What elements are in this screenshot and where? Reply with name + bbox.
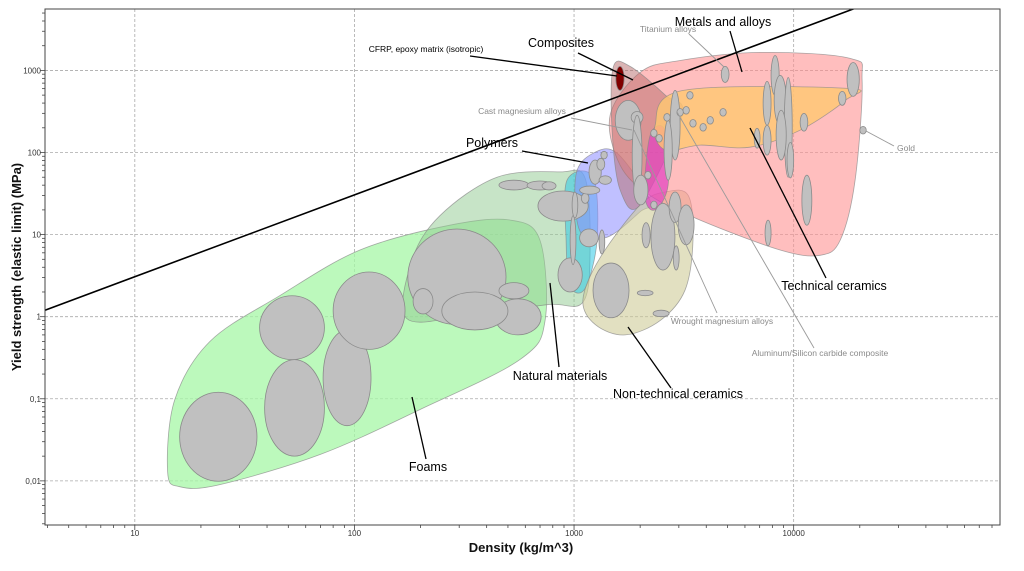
material-dot bbox=[706, 116, 714, 125]
material-bubble bbox=[801, 174, 813, 226]
material-dot bbox=[650, 128, 658, 138]
material-bubble bbox=[720, 65, 730, 83]
material-dot bbox=[686, 91, 694, 100]
material-bubble bbox=[569, 215, 577, 266]
material-bubble bbox=[592, 262, 630, 319]
material-bubble bbox=[579, 185, 601, 195]
leader-line-foams bbox=[411, 396, 427, 460]
label-foams: Foams bbox=[409, 460, 447, 474]
material-bubble bbox=[764, 219, 772, 247]
material-bubble bbox=[579, 228, 599, 248]
y-tick-label: 1 bbox=[37, 313, 42, 322]
y-tick-label: 0,01 bbox=[25, 477, 41, 486]
y-axis-label: Yield strength (elastic limit) (MPa) bbox=[9, 163, 24, 371]
material-bubble bbox=[753, 127, 761, 149]
material-dot bbox=[859, 125, 867, 135]
label-al-sic: Aluminum/Silicon carbide composite bbox=[752, 348, 889, 358]
y-tick-label: 1000 bbox=[23, 66, 41, 75]
label-non-tech: Non-technical ceramics bbox=[613, 387, 743, 401]
y-tick-label: 0,1 bbox=[30, 395, 42, 404]
material-bubble bbox=[537, 190, 589, 222]
leader-line-tech_ceramics bbox=[749, 127, 827, 279]
material-bubble bbox=[498, 282, 530, 300]
label-metals: Metals and alloys bbox=[675, 15, 772, 29]
label-composites: Composites bbox=[528, 36, 594, 50]
material-bubble bbox=[677, 204, 695, 246]
material-dot bbox=[689, 119, 697, 128]
material-dot bbox=[650, 200, 658, 210]
guide-line bbox=[45, 9, 856, 311]
leader-line-non_tech bbox=[627, 326, 672, 389]
label-tech-ceramics: Technical ceramics bbox=[781, 279, 887, 293]
material-bubble bbox=[846, 62, 860, 97]
material-dot bbox=[644, 170, 652, 180]
material-bubble bbox=[580, 192, 590, 204]
material-bubble bbox=[412, 288, 434, 315]
label-natural: Natural materials bbox=[513, 369, 607, 383]
material-bubble bbox=[541, 181, 557, 191]
label-titanium: Titanium alloys bbox=[640, 24, 696, 34]
material-dot bbox=[699, 123, 707, 132]
x-axis-label: Density (kg/m^3) bbox=[469, 540, 573, 555]
leader-line-cast_mg bbox=[570, 117, 633, 131]
leader-lines bbox=[411, 30, 895, 460]
material-bubble bbox=[264, 359, 325, 457]
material-dot bbox=[676, 108, 684, 117]
material-dot bbox=[663, 113, 671, 122]
material-bubble bbox=[775, 109, 787, 161]
guide-line-group bbox=[45, 9, 856, 311]
leader-line-composites bbox=[577, 52, 634, 81]
leader-line-wrought_mg bbox=[633, 129, 718, 314]
material-bubble bbox=[636, 289, 654, 297]
material-bubble bbox=[598, 229, 606, 255]
axes: 10 100 1000 10000 0,01 0,1 1 10 100 1000 bbox=[23, 12, 993, 538]
material-bubble bbox=[598, 175, 612, 185]
material-bubble bbox=[259, 295, 325, 361]
label-wrought-mg: Wrought magnesium alloys bbox=[671, 316, 773, 326]
leader-line-polymers bbox=[521, 150, 589, 164]
material-bubble bbox=[799, 112, 809, 132]
material-bubble bbox=[663, 119, 673, 181]
material-bubble bbox=[557, 257, 583, 293]
label-polymers: Polymers bbox=[466, 136, 518, 150]
material-bubble bbox=[441, 291, 509, 331]
x-tick-label: 100 bbox=[348, 529, 362, 538]
material-dot bbox=[719, 108, 727, 117]
material-bubble bbox=[332, 271, 406, 350]
leader-line-al_sic bbox=[676, 111, 815, 349]
leader-line-natural bbox=[549, 282, 560, 368]
material-dot bbox=[682, 106, 690, 115]
material-bubble bbox=[672, 245, 680, 271]
leader-line-gold bbox=[865, 130, 895, 147]
label-cast-mg: Cast magnesium alloys bbox=[478, 106, 566, 116]
material-bubble bbox=[498, 179, 530, 191]
x-tick-label: 10 bbox=[130, 529, 139, 538]
cfrp-bubble bbox=[615, 65, 625, 91]
x-tick-label: 10000 bbox=[783, 529, 806, 538]
material-bubble bbox=[633, 174, 649, 206]
material-dot bbox=[655, 134, 663, 143]
leader-line-metals bbox=[729, 30, 743, 73]
material-bubble bbox=[762, 124, 772, 156]
x-tick-label: 1000 bbox=[565, 529, 583, 538]
leader-line-titanium bbox=[688, 33, 725, 68]
label-cfrp: CFRP, epoxy matrix (isotropic) bbox=[369, 44, 484, 54]
leader-line-cfrp bbox=[469, 55, 618, 77]
material-bubble bbox=[179, 391, 258, 482]
material-bubble bbox=[786, 141, 795, 179]
material-bubble bbox=[650, 202, 676, 271]
material-bubbles bbox=[179, 55, 867, 482]
material-bubble bbox=[652, 309, 670, 318]
label-gold: Gold bbox=[897, 143, 915, 153]
material-dot bbox=[600, 150, 608, 160]
material-bubble bbox=[596, 157, 606, 171]
y-tick-label: 10 bbox=[32, 231, 41, 240]
y-tick-label: 100 bbox=[28, 149, 42, 158]
material-bubble bbox=[571, 191, 579, 219]
material-bubble bbox=[762, 80, 772, 126]
material-bubble bbox=[641, 222, 651, 249]
material-bubble bbox=[838, 90, 847, 106]
